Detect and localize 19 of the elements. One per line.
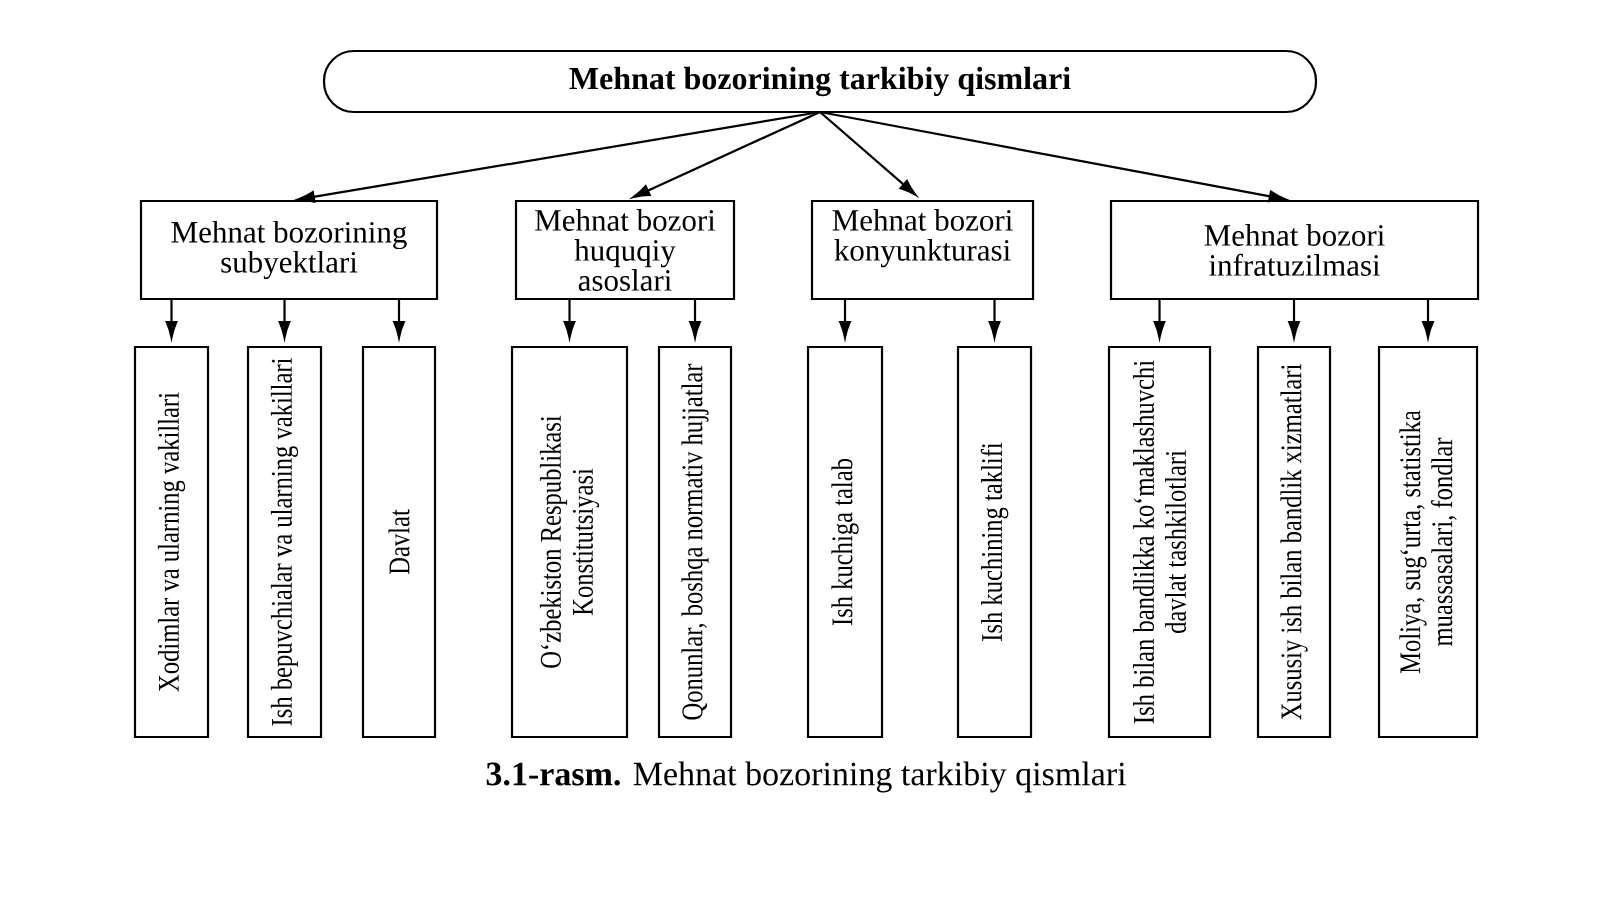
item-box: O‘zbekiston Respublikasi Konstitutsiyasi: [510, 345, 629, 739]
item-box: Ish bilan bandlikka ko‘maklashuvchi davlat tashkilotlari: [1107, 345, 1212, 739]
category-box: Mehnat bozori konyunkturasi: [810, 199, 1035, 301]
item-box: Ish kuchining taklifi: [956, 345, 1033, 739]
category-box: Mehnat bozorining subyektlari: [139, 199, 439, 301]
item-box: Xodimlar va ularning vakillari: [133, 345, 210, 739]
category-box: Mehnat bozori infratuzilmasi: [1109, 199, 1480, 301]
rounded-box: Mehnat bozorining tarkibiy qismlari: [322, 49, 1318, 114]
arrow: [297, 110, 821, 203]
caption: 3.1-rasm. Mehnat bozorining tarkibiy qismlari: [486, 761, 1126, 793]
item-box: Ish bepuvchialar va ularning vakillari: [246, 345, 323, 739]
arrow: [819, 111, 917, 196]
arrow: [819, 110, 1287, 203]
item-box: Ish kuchiga talab: [806, 345, 884, 739]
item-box: Davlat: [361, 345, 437, 739]
category-box: Mehnat bozori huquqiy asoslari: [514, 199, 736, 301]
item-box: Moliya, sug‘urta, statistika muassasalari, fondlar: [1377, 345, 1479, 739]
item-box: Qonunlar, boshqa normativ hujjatlar: [657, 345, 733, 739]
item-box: Xususiy ish bilan bandlik xizmatlari: [1256, 345, 1332, 739]
